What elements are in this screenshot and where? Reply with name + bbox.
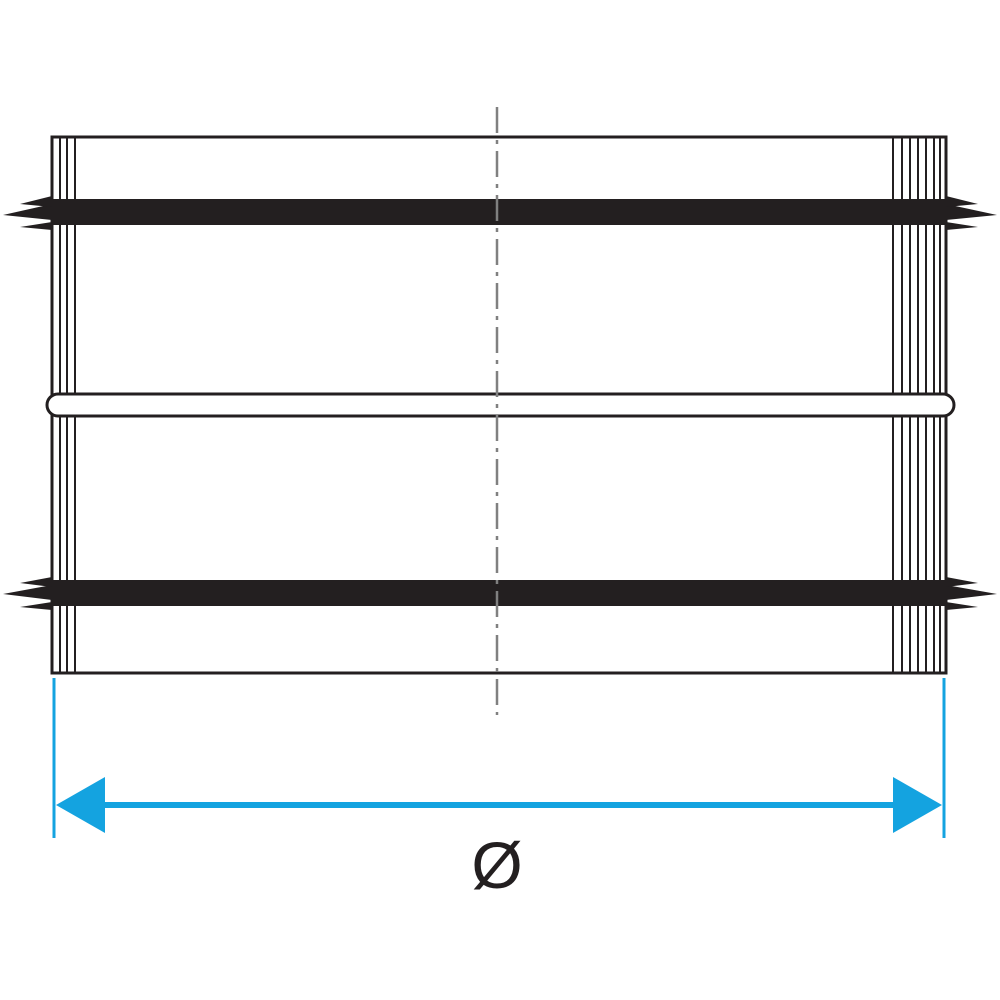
dimension-arrow-right (893, 777, 942, 833)
diameter-label: Ø (471, 828, 522, 902)
dimension-extension-lines (52, 678, 946, 838)
lower-gasket (3, 577, 997, 610)
upper-gasket (3, 196, 997, 230)
center-stop-bead (45, 392, 956, 418)
dimension-arrow-left (56, 777, 105, 833)
